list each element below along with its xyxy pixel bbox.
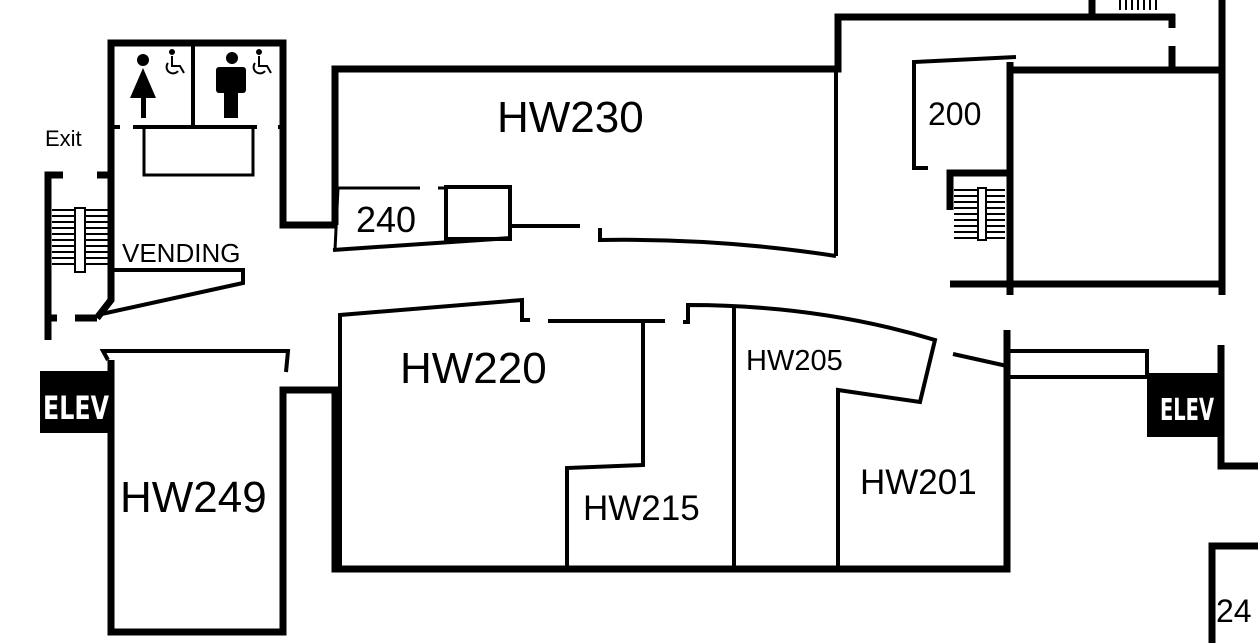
elevator-icon: ELEV (40, 371, 112, 433)
wheelchair-accessible-icon (165, 49, 185, 75)
wheelchair-accessible-icon (252, 49, 272, 75)
room-label-hw249: HW249 (120, 473, 267, 522)
vending-area (96, 268, 245, 317)
room-label-hw230: HW230 (497, 93, 644, 142)
elevator-icon: ELEV (1147, 345, 1258, 470)
stairs-icon (44, 171, 111, 340)
room-label-200: 200 (928, 96, 981, 132)
room-24[interactable] (1208, 542, 1258, 643)
room-hw249[interactable] (99, 349, 291, 636)
room-label-hw205: HW205 (746, 345, 843, 377)
room-label-24: 24 (1216, 593, 1252, 629)
vending-label: VENDING (122, 238, 240, 268)
room-hw220[interactable] (279, 297, 1149, 573)
room-label-hw220: HW220 (400, 344, 547, 393)
room-200[interactable] (912, 0, 1226, 295)
exit-label: Exit (45, 126, 82, 151)
room-label-hw215: HW215 (583, 489, 700, 528)
elevator-left-label: ELEV (43, 389, 109, 427)
elevator-right-label: ELEV (1160, 393, 1215, 428)
room-label-hw201: HW201 (860, 463, 977, 502)
stairs-icon (1088, 0, 1176, 70)
women-restroom-icon (130, 54, 156, 118)
men-restroom-icon (216, 52, 246, 118)
room-hw230[interactable] (331, 13, 1175, 258)
room-label-240: 240 (356, 199, 416, 240)
stairs-icon (954, 187, 1005, 241)
